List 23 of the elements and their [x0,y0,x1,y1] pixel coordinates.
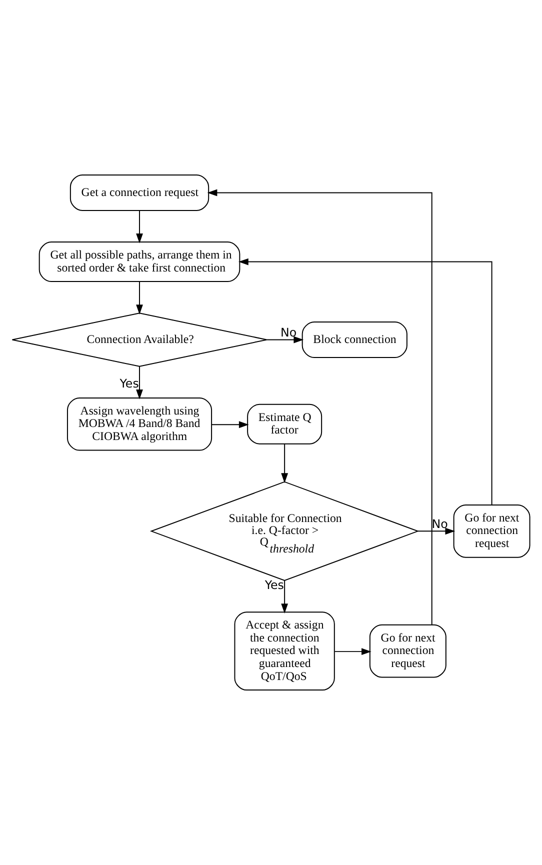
node-box: Get a connection request [70,174,210,211]
edge-label: No [432,516,448,531]
arrow [281,580,288,614]
arrow [136,281,143,314]
node-diamond: Connection Available? [12,312,268,367]
arrow [136,366,143,400]
edge-label: No [280,325,297,340]
node-box: Go for next connection request [453,504,530,558]
edge-label: Yes [120,376,139,391]
arrow [417,528,456,535]
node-box: Block connection [302,321,408,358]
arrow [266,336,304,344]
arrow [136,210,143,244]
node-box: Get all possible paths, arrange them in sorted order & take first connection [38,242,240,282]
node-box: Estimate Q factor [247,404,322,444]
node-box: Go for next connection request [369,624,446,678]
node-box: Assign wavelength using MOBWA /4 Band/8 Band CIOBWA algorithm [66,397,212,451]
arrow [334,648,372,656]
arrow [281,444,288,484]
arrow [207,189,432,626]
arrow [211,421,249,428]
node-box: Accept & assign the connection requested with guaranteed QoT/QoS [234,612,335,691]
arrow [238,258,492,506]
